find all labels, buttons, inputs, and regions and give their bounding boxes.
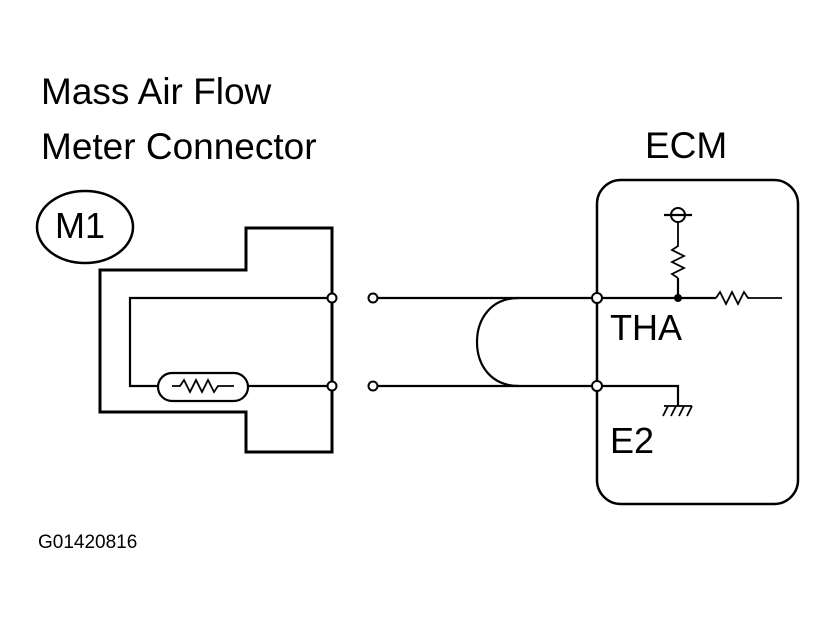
- meter-internal-wiring: [128, 296, 332, 388]
- connector-id-badge: [35, 189, 135, 265]
- ecm-e2-line: [602, 384, 680, 406]
- meter-terminal-tha: [326, 292, 338, 304]
- pin-label-e2: E2: [610, 420, 655, 461]
- ecm-terminal-tha: [591, 292, 603, 304]
- thermistor-resistor-icon: [172, 377, 234, 395]
- ecm-series-resistor-icon: [715, 289, 782, 307]
- ecm-terminal-e2: [591, 380, 603, 392]
- thermistor-housing: [156, 371, 250, 403]
- ecm-box: [595, 178, 800, 506]
- pin-label-tha: THA: [610, 307, 682, 348]
- harness-terminal-e2: [367, 380, 379, 392]
- title-line-2: Meter Connector: [41, 126, 317, 167]
- title-line-1: Mass Air Flow: [41, 71, 272, 112]
- meter-terminal-e2: [326, 380, 338, 392]
- figure-code: G01420816: [38, 532, 138, 553]
- ground-icon: [662, 405, 693, 417]
- ecm-label: ECM: [645, 125, 728, 166]
- connector-id-label: M1: [55, 205, 106, 246]
- meter-connector-body: [98, 226, 334, 454]
- harness-terminal-tha: [367, 292, 379, 304]
- ecm-pullup-resistor-icon: [669, 222, 687, 279]
- shield-loop: [475, 296, 520, 388]
